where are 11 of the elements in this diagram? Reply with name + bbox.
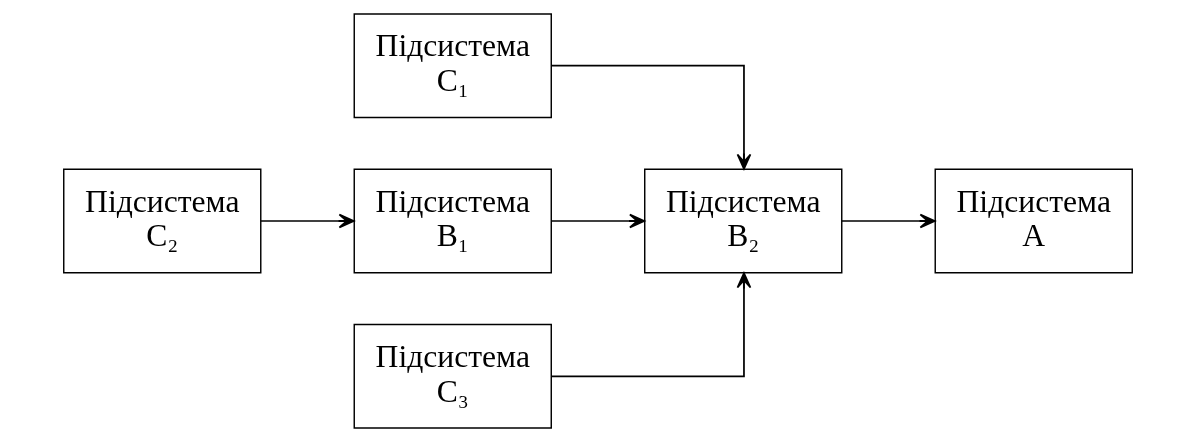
node-box: Підсистема А — [934, 168, 1133, 274]
arrow — [550, 213, 646, 229]
node-box: Підсистема В₂ — [644, 168, 843, 274]
node-box: Підсистема С₃ — [353, 323, 552, 429]
arrow — [260, 213, 355, 229]
node-box: Підсистема В₁ — [353, 168, 552, 274]
node-box: Підсистема С₁ — [353, 13, 552, 119]
arrow — [550, 64, 752, 170]
node-box: Підсистема С₂ — [63, 168, 262, 274]
arrow — [841, 213, 936, 229]
arrow — [550, 272, 752, 378]
